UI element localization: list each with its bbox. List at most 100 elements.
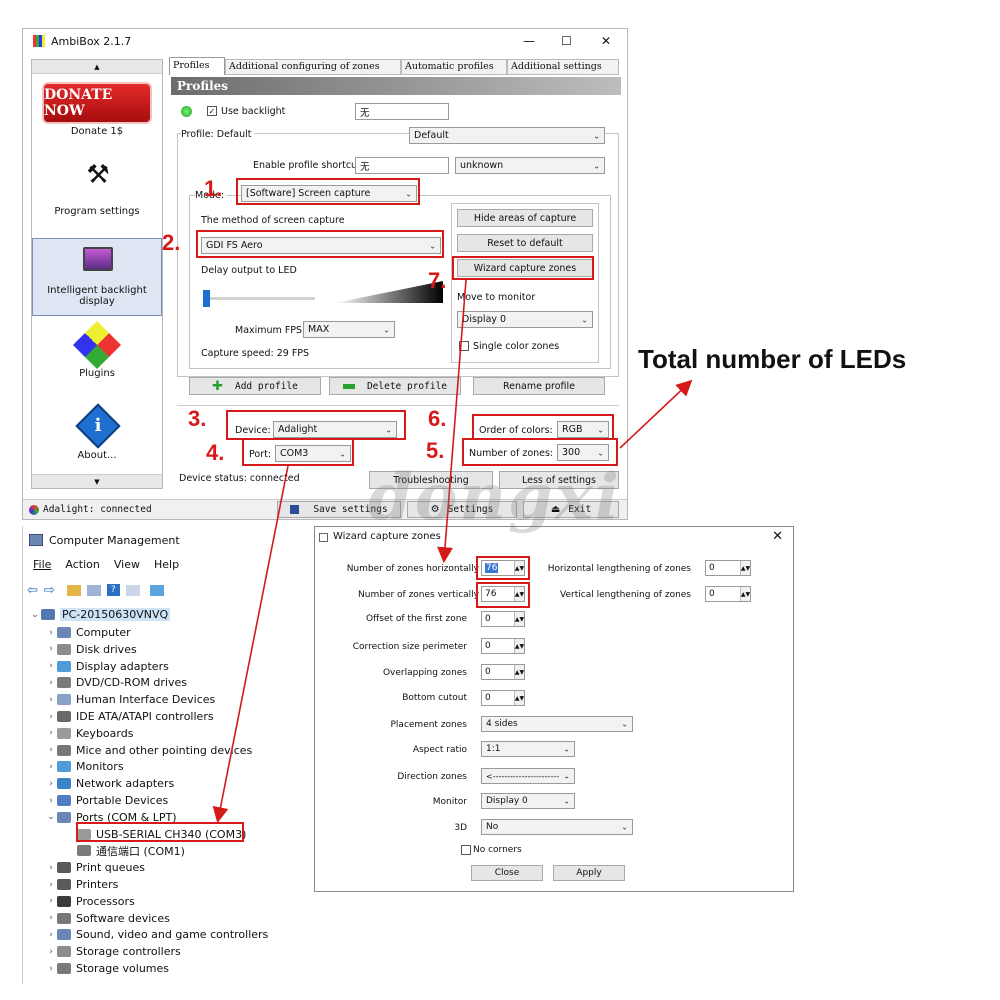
chevron-right-icon[interactable]: › (49, 745, 53, 756)
donate-banner[interactable]: DONATE NOW (42, 82, 152, 124)
tree-item[interactable]: USB-SERIAL CH340 (COM3) (65, 826, 246, 843)
tab-additional-zones[interactable]: Additional configuring of zones (225, 59, 401, 75)
chevron-right-icon[interactable]: › (49, 644, 53, 655)
tree-item[interactable]: ›Network adapters (45, 775, 174, 792)
shortcut-select[interactable]: unknown⌄ (455, 157, 605, 174)
order-colors-select[interactable]: RGB⌄ (557, 421, 609, 438)
back-icon[interactable]: ⇦ (27, 582, 38, 598)
tree-item[interactable]: ›Keyboards (45, 725, 133, 742)
chevron-right-icon[interactable]: › (49, 913, 53, 924)
method-select[interactable]: GDI FS Aero⌄ (201, 237, 441, 254)
menu-action[interactable]: Action (65, 558, 100, 571)
rename-profile-button[interactable]: Rename profile (473, 377, 605, 395)
sidebar-item-intelligent[interactable]: Intelligent backlight display (32, 238, 162, 316)
display-icon[interactable] (149, 584, 164, 596)
shortcut-field[interactable]: 无 (355, 157, 449, 174)
delay-slider-track[interactable] (203, 297, 315, 300)
tree-root[interactable]: ⌄ PC-20150630VNVQ (29, 606, 171, 623)
display-select[interactable]: Display 0⌄ (457, 311, 593, 328)
wizard-close-icon[interactable]: ✕ (772, 529, 783, 544)
monitor-select[interactable]: Display 0⌄ (481, 793, 575, 809)
bottom-cutout-spinner[interactable]: 0▲▼ (481, 690, 525, 706)
correction-spinner[interactable]: 0▲▼ (481, 638, 525, 654)
device-select[interactable]: Adalight⌄ (273, 421, 397, 438)
less-settings-button[interactable]: Less of settings (499, 471, 619, 489)
tree-item[interactable]: ›Storage volumes (45, 960, 169, 977)
forward-icon[interactable]: ⇨ (43, 582, 55, 598)
single-color-checkbox[interactable] (459, 341, 469, 351)
no-corners-checkbox[interactable] (461, 845, 471, 855)
chevron-right-icon[interactable]: › (49, 627, 53, 638)
chevron-down-icon[interactable]: ⌄ (47, 812, 55, 823)
tree-item[interactable]: ›DVD/CD-ROM drives (45, 674, 187, 691)
tree-item[interactable]: ›Portable Devices (45, 792, 168, 809)
tree-item[interactable]: ›Monitors (45, 758, 123, 775)
num-zones-select[interactable]: 300⌄ (557, 444, 609, 461)
tab-additional-settings[interactable]: Additional settings (507, 59, 619, 75)
tree-item[interactable]: ›Display adapters (45, 658, 169, 675)
chevron-right-icon[interactable]: › (49, 711, 53, 722)
tree-item[interactable]: ›IDE ATA/ATAPI controllers (45, 708, 213, 725)
tree-item[interactable]: ›Disk drives (45, 641, 137, 658)
overlapping-spinner[interactable]: 0▲▼ (481, 664, 525, 680)
console-icon[interactable] (86, 584, 101, 596)
use-backlight-checkbox[interactable]: ✓ (207, 106, 217, 116)
hide-areas-button[interactable]: Hide areas of capture (457, 209, 593, 227)
v-length-spinner[interactable]: 0▲▼ (705, 586, 751, 602)
maximize-button[interactable]: ☐ (561, 34, 572, 48)
close-button[interactable]: ✕ (601, 34, 612, 48)
delay-slider-thumb[interactable] (203, 290, 210, 307)
mode-select[interactable]: [Software] Screen capture⌄ (241, 185, 417, 202)
tree-item[interactable]: ⌄Ports (COM & LPT) (45, 809, 176, 826)
profile-select[interactable]: Default⌄ (409, 127, 605, 144)
tree-item[interactable]: ›Software devices (45, 910, 170, 927)
chevron-right-icon[interactable]: › (49, 862, 53, 873)
add-profile-button[interactable]: ✚Add profile (189, 377, 321, 395)
tree-item[interactable]: ›Sound, video and game controllers (45, 926, 268, 943)
v-zones-spinner[interactable]: 76▲▼ (481, 586, 525, 602)
tree-item[interactable]: 通信端口 (COM1) (65, 842, 185, 859)
minimize-button[interactable]: — (523, 34, 535, 48)
max-fps-select[interactable]: MAX⌄ (303, 321, 395, 338)
chevron-right-icon[interactable]: › (49, 946, 53, 957)
wizard-apply-button[interactable]: Apply (553, 865, 625, 881)
sidebar-scroll-down[interactable]: ▼ (32, 474, 162, 488)
tree-item[interactable]: ›Storage controllers (45, 943, 181, 960)
chevron-right-icon[interactable]: › (49, 728, 53, 739)
menu-view[interactable]: View (113, 558, 140, 571)
chevron-right-icon[interactable]: › (49, 795, 53, 806)
tree-item[interactable]: ›Computer (45, 624, 131, 641)
tab-automatic-profiles[interactable]: Automatic profiles (401, 59, 507, 75)
tree-item[interactable]: ›Processors (45, 893, 135, 910)
chevron-right-icon[interactable]: › (49, 677, 53, 688)
chevron-right-icon[interactable]: › (49, 761, 53, 772)
tree-item[interactable]: ›Printers (45, 876, 118, 893)
reset-default-button[interactable]: Reset to default (457, 234, 593, 252)
save-settings-button[interactable]: Save settings (277, 501, 401, 518)
sidebar-item-plugins[interactable]: Plugins (79, 368, 115, 379)
tree-item[interactable]: ›Print queues (45, 859, 145, 876)
help-icon[interactable]: ? (106, 584, 120, 596)
port-select[interactable]: COM3⌄ (275, 445, 351, 462)
sidebar-item-program-settings[interactable]: Program settings (54, 206, 140, 217)
properties-icon[interactable] (125, 584, 140, 596)
chevron-right-icon[interactable]: › (49, 896, 53, 907)
sidebar-scroll-up[interactable]: ▲ (32, 60, 162, 74)
exit-button[interactable]: ⏏Exit (523, 501, 619, 518)
folder-icon[interactable] (66, 584, 81, 596)
tree-item[interactable]: ›Mice and other pointing devices (45, 742, 252, 759)
chevron-right-icon[interactable]: › (49, 879, 53, 890)
h-zones-spinner[interactable]: 76▲▼ (481, 560, 525, 576)
tab-profiles[interactable]: Profiles (169, 57, 225, 75)
offset-spinner[interactable]: 0▲▼ (481, 611, 525, 627)
aspect-select[interactable]: 1:1⌄ (481, 741, 575, 757)
wizard-close-button[interactable]: Close (471, 865, 543, 881)
chevron-right-icon[interactable]: › (49, 661, 53, 672)
sidebar-item-about[interactable]: About... (77, 450, 117, 461)
chevron-right-icon[interactable]: › (49, 778, 53, 789)
chevron-right-icon[interactable]: › (49, 963, 53, 974)
chevron-right-icon[interactable]: › (49, 929, 53, 940)
chevron-right-icon[interactable]: › (49, 694, 53, 705)
tree-item[interactable]: ›Human Interface Devices (45, 691, 215, 708)
menu-help[interactable]: Help (153, 558, 180, 571)
